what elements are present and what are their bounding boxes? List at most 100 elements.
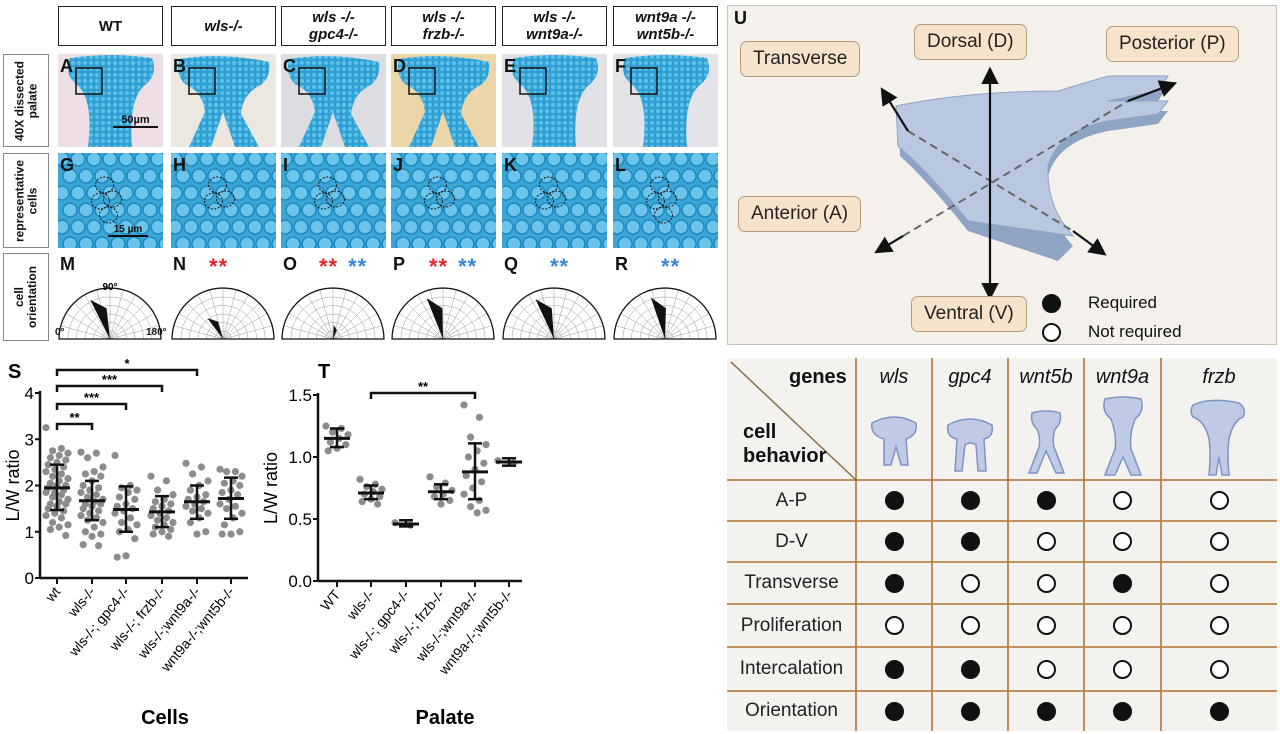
- label-ventral: Ventral (V): [911, 296, 1027, 332]
- data-point: [77, 488, 85, 497]
- blue-stars: **: [458, 254, 478, 279]
- legend-not-required-icon: [1042, 323, 1061, 342]
- data-point: [236, 528, 244, 536]
- table-cell: [932, 647, 1008, 691]
- palate-image: [68, 55, 154, 147]
- data-point: [97, 472, 105, 480]
- data-point: [95, 507, 103, 515]
- legend-required-label: Required: [1088, 293, 1157, 312]
- outlined-cell: [428, 176, 447, 194]
- table-cell: [1084, 604, 1161, 647]
- data-point: [49, 447, 57, 455]
- data-point: [79, 505, 87, 513]
- data-point: [324, 447, 332, 455]
- data-point: [49, 518, 57, 527]
- table-cell: [932, 562, 1008, 604]
- rose-wedge: [426, 298, 443, 339]
- data-point: [92, 491, 100, 499]
- table-cell: [932, 521, 1008, 562]
- roi-box: [630, 67, 658, 95]
- data-point: [482, 506, 490, 514]
- outlined-cell: [91, 192, 110, 210]
- table-cell: [1008, 604, 1084, 647]
- required-icon: [884, 532, 904, 551]
- palate-photo: D: [391, 54, 496, 147]
- data-point: [84, 454, 92, 462]
- corner-genes-label: genes: [789, 366, 847, 388]
- behavior-label: Orientation: [745, 700, 838, 721]
- data-point: [464, 453, 472, 461]
- palate-cartilage: [177, 56, 270, 147]
- not-required-icon: [960, 573, 980, 593]
- outlined-cell: [216, 190, 235, 208]
- data-point: [473, 509, 481, 517]
- label-anterior: Anterior (A): [738, 196, 862, 232]
- data-point: [154, 486, 162, 494]
- required-icon: [884, 701, 904, 721]
- not-required-icon: [1113, 491, 1132, 510]
- data-point: [204, 509, 212, 517]
- outlined-cell: [650, 176, 669, 194]
- behavior-label: D-V: [775, 530, 808, 552]
- panel-letter: E: [504, 56, 517, 76]
- required-icon: [884, 491, 904, 510]
- corner-diagonal: [730, 361, 857, 481]
- data-point: [475, 413, 483, 421]
- data-point: [223, 468, 231, 476]
- data-point: [460, 401, 468, 409]
- panel-letter: A: [60, 56, 73, 76]
- table-cell: [856, 604, 932, 647]
- data-point: [133, 521, 141, 529]
- not-required-icon: [1209, 616, 1229, 635]
- data-point: [62, 456, 70, 464]
- data-point: [186, 518, 194, 527]
- table-cell: [1008, 521, 1084, 562]
- blue-stars: **: [550, 254, 570, 279]
- table-cell: [1084, 562, 1161, 604]
- data-point: [57, 444, 65, 453]
- data-point: [97, 530, 105, 538]
- not-required-icon: [1113, 532, 1132, 551]
- significance-label: **: [418, 379, 429, 394]
- row-label-text: 40X dissected palate: [12, 60, 39, 141]
- genotype-header: wls -/- wnt9a-/-: [502, 6, 607, 46]
- cells-image: [58, 153, 163, 248]
- palate-cartilage: [287, 56, 380, 147]
- row-label-text: representative cells: [12, 159, 39, 242]
- data-point: [62, 531, 70, 540]
- data-point: [92, 449, 100, 457]
- genotype-header: wls -/- frzb-/-: [391, 6, 496, 46]
- significance-stars: ****: [429, 254, 499, 280]
- rose-plot: [613, 287, 717, 340]
- required-icon: [960, 532, 980, 551]
- data-point: [122, 552, 130, 560]
- table-cell: [1008, 562, 1084, 604]
- panel-letter: D: [393, 56, 406, 76]
- required-icon: [1209, 701, 1229, 721]
- arrow-anterior: [874, 235, 904, 254]
- data-point: [46, 525, 55, 534]
- rose-plot: [502, 287, 606, 340]
- table-cell: [1161, 562, 1277, 604]
- red-stars: **: [209, 254, 229, 279]
- table-cell: [1161, 647, 1277, 691]
- data-point: [162, 477, 170, 485]
- x-tick-label: wls-/-: [343, 586, 378, 623]
- data-point: [169, 518, 177, 527]
- arrow-posterior: [1127, 80, 1178, 103]
- behavior-label: Proliferation: [740, 614, 843, 636]
- palate-image: [287, 56, 380, 147]
- outlined-cell: [424, 192, 443, 210]
- data-point: [460, 490, 468, 498]
- x-tick-label: wt: [41, 584, 63, 606]
- chart-title: Cells: [141, 707, 189, 729]
- outlined-cell: [95, 176, 114, 194]
- data-point: [462, 472, 470, 480]
- table-cell: [1008, 480, 1084, 521]
- data-point: [42, 488, 50, 497]
- y-tick-label: 1: [25, 523, 34, 542]
- required-icon: [1113, 701, 1132, 721]
- scale-bar: 50µm: [113, 115, 158, 128]
